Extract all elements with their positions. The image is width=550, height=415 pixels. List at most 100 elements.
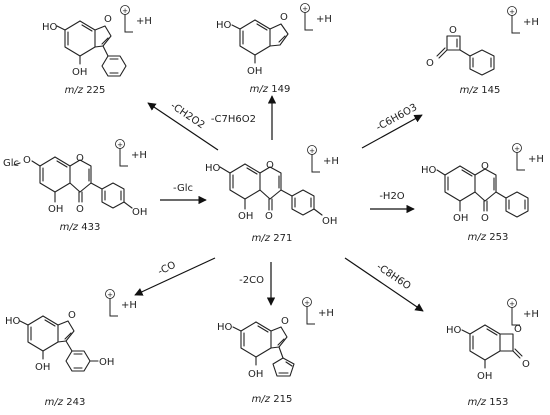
atom-oh: OH [453,213,468,224]
atom-o-ring: O [481,161,489,172]
charge-bracket [511,15,520,34]
charge-symbol: + [304,299,310,307]
charge-bracket [119,148,128,167]
atom-ho: HO [446,325,462,336]
atom-oh-b: OH [132,207,147,218]
mz-label-149: m/z 149 [250,84,291,95]
structure-145 [436,35,495,76]
loss-label-c7h6o2: -C7H6O2 [211,114,256,125]
arrow-ch2o2-loss [147,102,219,151]
charge-symbol: + [509,8,515,16]
mz-label-243: m/z 243 [45,397,86,408]
structure-215 [232,321,295,377]
atom-ho: HO [205,163,221,174]
mz-label-215: m/z 215 [252,394,293,405]
atom-ho: HO [217,322,233,333]
atom-o-keto: O [522,359,530,370]
arrow-c8h6o-loss [344,257,424,312]
atom-o-ring: O [68,310,76,321]
molecule-243: HO O OH OH + +H m/z 243 [5,289,137,408]
charge-symbol: + [122,7,128,15]
charge-bracket [311,154,320,173]
molecule-433: Glc O O OH O OH + +H m/z 433 [3,139,147,233]
mz-label-253: m/z 253 [468,232,509,243]
charge-bracket [109,298,118,317]
atom-o-ring: O [104,14,112,25]
atom-o-link: O [23,155,31,166]
structure-243 [19,315,99,372]
charge-symbol: + [302,5,308,13]
loss-label-co: -CO [156,260,178,278]
charge-symbol: + [309,147,315,155]
molecule-153: HO O O OH + +H m/z 153 [446,298,539,408]
atom-oh: OH [248,369,263,380]
atom-o-ring: O [266,160,274,171]
atom-ho: HO [42,22,58,33]
atom-o-keto: O [265,211,273,222]
atom-ho: HO [216,20,232,31]
mz-label-145: m/z 145 [460,85,501,96]
charge-bracket [516,152,525,171]
atom-o-ring: O [76,153,84,164]
mz-label-271: m/z 271 [252,233,293,244]
atom-oh-phenyl: OH [99,357,114,368]
atom-oh: OH [48,204,63,215]
atom-oh: OH [72,67,87,78]
mz-label-153: m/z 153 [468,397,509,408]
atom-ho: HO [5,316,21,327]
charge-bracket [304,12,313,31]
loss-label-h2o: -H2O [379,191,404,202]
atom-o-ring: O [514,324,522,335]
atom-o-keto: O [76,204,84,215]
charge-label: +H [136,16,152,27]
molecule-149: HO O OH + +H m/z 149 [216,3,332,95]
charge-symbol: + [117,141,123,149]
arrow-co-loss [134,257,216,296]
mz-label-433: m/z 433 [60,222,101,233]
charge-label: +H [318,308,334,319]
mz-label-225: m/z 225 [65,85,106,96]
charge-label: +H [528,154,544,165]
atom-o-ring: O [449,25,457,36]
atom-o-ring: O [280,12,288,23]
reaction-arrows [134,95,424,312]
atom-o-keto: O [481,213,489,224]
molecule-225: HO O OH + +H m/z 225 [42,5,152,96]
molecule-145: O O + +H m/z 145 [426,6,539,96]
atom-o-ring: O [281,316,289,327]
loss-label-ch2o2: -CH2O2 [168,101,206,132]
charge-label: +H [121,300,137,311]
atom-o-keto: O [426,58,434,69]
atom-oh: OH [35,362,50,373]
atom-ho: HO [421,165,437,176]
loss-label-2co: -2CO [239,275,264,286]
charge-bracket [511,307,520,326]
loss-label-c8h6o: -C8H6O [374,262,412,293]
charge-label: +H [131,150,147,161]
charge-bracket [124,14,133,33]
structure-149 [231,19,289,64]
structure-271 [219,163,323,216]
charge-symbol: + [107,291,113,299]
charge-bracket [306,306,315,325]
charge-label: +H [323,156,339,167]
charge-label: +H [523,309,539,320]
arrow-c6h6o3-loss [361,114,423,149]
atom-glc: Glc [3,158,19,169]
atom-oh: OH [477,371,492,382]
charge-label: +H [316,14,332,25]
atom-oh-b: OH [322,216,337,227]
atom-oh: OH [238,211,253,222]
structure-253 [436,165,529,218]
structure-153 [461,324,523,369]
atom-oh: OH [247,66,262,77]
charge-symbol: + [514,145,520,153]
charge-label: +H [523,17,539,28]
charge-symbol: + [509,300,515,308]
loss-labels: -Glc -CH2O2 -C7H6O2 -C6H6O3 -H2O -CO -2C… [156,101,419,293]
molecule-271: HO O OH O OH + +H m/z 271 [205,145,339,244]
structure-225 [56,20,127,77]
molecule-215: HO O OH + +H m/z 215 [217,297,334,405]
structure-433 [13,156,133,209]
